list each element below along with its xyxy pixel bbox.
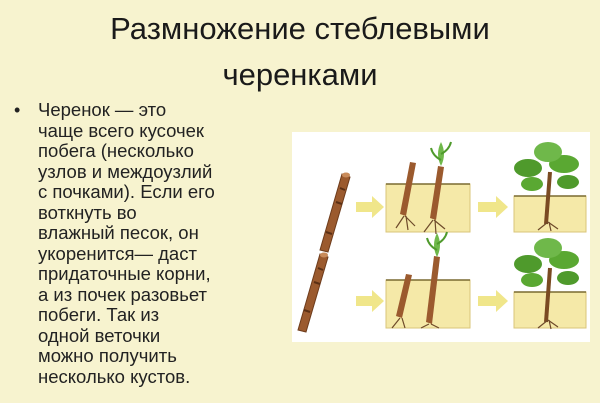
sand-box-upper xyxy=(385,141,471,235)
bullet-line: чаще всего кусочек xyxy=(38,119,205,141)
title-line-1: Размножение стеблевыми xyxy=(110,11,490,46)
bullet-line: придаточные корни, xyxy=(38,263,211,284)
bullet-line: укоренится— даст xyxy=(38,242,197,264)
right-arrow-icon xyxy=(356,196,384,218)
cutting-upper xyxy=(319,172,351,253)
right-arrow-icon xyxy=(356,290,384,312)
bullet-line: побега (несколько xyxy=(38,140,194,161)
bullet-icon: • xyxy=(14,100,21,120)
bullet-line: Черенок — это xyxy=(38,99,167,120)
sand-box-lower xyxy=(385,231,471,329)
right-arrow-icon xyxy=(478,290,508,312)
bullet-line: можно получить xyxy=(38,345,177,366)
bullet-text: Черенок — это чаще всего кусочек побега … xyxy=(38,99,278,387)
grown-plant-lower xyxy=(513,238,587,330)
slide-title: Размножение стеблевыми черенками xyxy=(0,6,600,98)
bullet-line: с почками). Если его xyxy=(38,181,215,202)
right-arrow-icon xyxy=(478,196,508,218)
cutting-propagation-illustration xyxy=(292,132,590,342)
bullet-line: влажный песок, он xyxy=(38,222,199,243)
bullet-line: побеги. Так из xyxy=(38,304,160,325)
title-line-2: черенками xyxy=(222,57,378,92)
bullet-line: узлов и междоузлий xyxy=(38,160,213,182)
bullet-line: а из почек разовьет xyxy=(38,283,207,305)
bullet-line: одной веточки xyxy=(38,324,161,346)
grown-plant-upper xyxy=(513,142,587,233)
bullet-line: воткнуть во xyxy=(38,201,137,223)
bullet-line: несколько кустов. xyxy=(38,365,191,387)
cutting-lower xyxy=(297,252,329,333)
